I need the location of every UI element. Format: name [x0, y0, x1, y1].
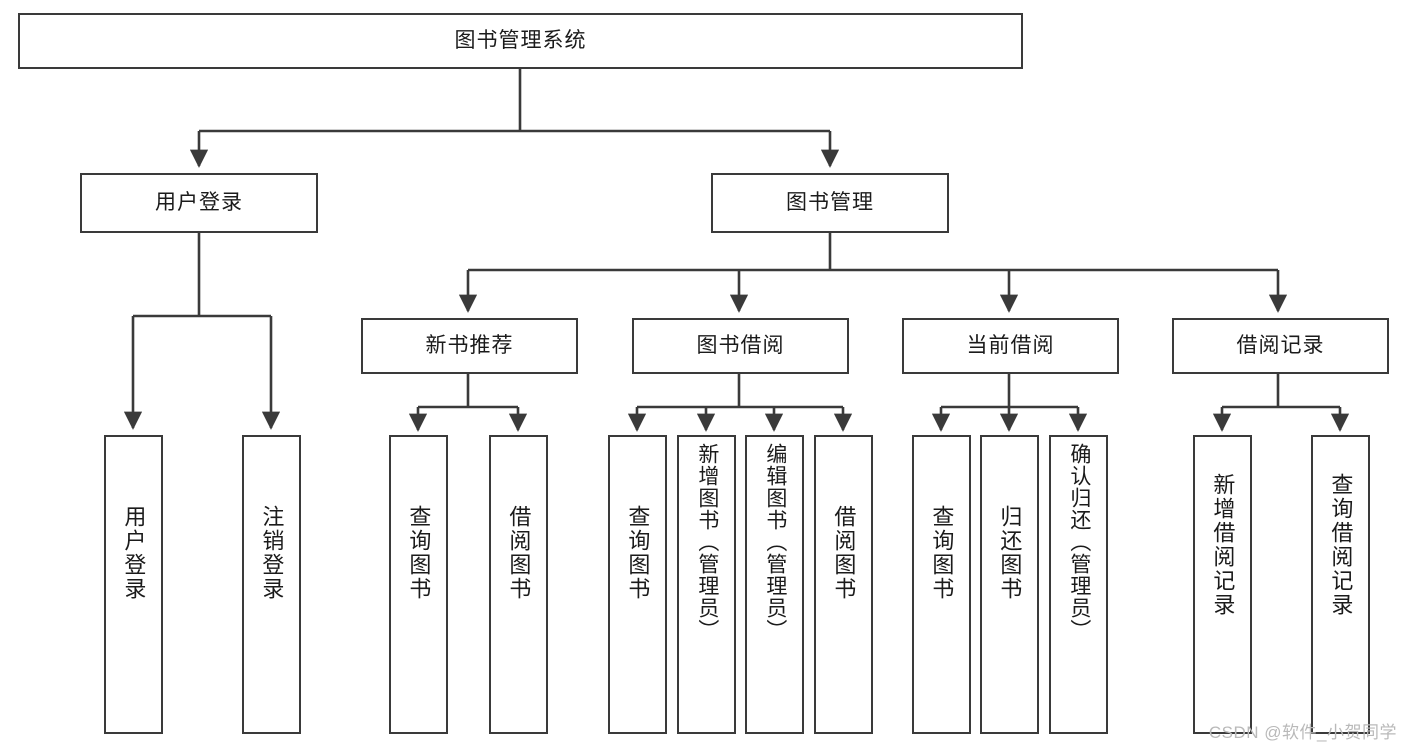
- leaf-query-book-2-label: 查询图书: [625, 505, 651, 601]
- leaf-borrow-book-1-label: 借阅图书: [506, 505, 532, 601]
- node-borrow-record[interactable]: 借阅记录: [1172, 318, 1389, 374]
- node-book-manage-label: 图书管理: [786, 190, 874, 214]
- leaf-add-book[interactable]: 新增图书（管理员）: [677, 435, 736, 734]
- leaf-query-book-3-label: 查询图书: [929, 505, 955, 601]
- leaf-query-record-label: 查询借阅记录: [1328, 473, 1354, 617]
- leaf-add-book-label: 新增图书（管理员）: [695, 443, 719, 641]
- leaf-query-book-2[interactable]: 查询图书: [608, 435, 667, 734]
- leaf-edit-book[interactable]: 编辑图书（管理员）: [745, 435, 804, 734]
- leaf-add-record[interactable]: 新增借阅记录: [1193, 435, 1252, 734]
- node-current-borrow[interactable]: 当前借阅: [902, 318, 1119, 374]
- leaf-borrow-book-2-label: 借阅图书: [831, 505, 857, 601]
- leaf-user-login-label: 用户登录: [121, 505, 147, 601]
- node-user-login[interactable]: 用户登录: [80, 173, 318, 233]
- node-book-borrow-label: 图书借阅: [696, 333, 785, 357]
- leaf-user-login[interactable]: 用户登录: [104, 435, 163, 734]
- leaf-return-book[interactable]: 归还图书: [980, 435, 1039, 734]
- leaf-confirm-return-label: 确认归还（管理员）: [1067, 443, 1091, 641]
- leaf-query-record[interactable]: 查询借阅记录: [1311, 435, 1370, 734]
- node-new-book-recommend-label: 新书推荐: [425, 333, 514, 357]
- leaf-borrow-book-2[interactable]: 借阅图书: [814, 435, 873, 734]
- leaf-query-book-1-label: 查询图书: [406, 505, 432, 601]
- node-borrow-record-label: 借阅记录: [1236, 333, 1325, 357]
- node-user-login-label: 用户登录: [155, 190, 243, 214]
- node-current-borrow-label: 当前借阅: [966, 333, 1055, 357]
- leaf-borrow-book-1[interactable]: 借阅图书: [489, 435, 548, 734]
- leaf-query-book-3[interactable]: 查询图书: [912, 435, 971, 734]
- leaf-logout-login[interactable]: 注销登录: [242, 435, 301, 734]
- node-new-book-recommend[interactable]: 新书推荐: [361, 318, 578, 374]
- leaf-confirm-return[interactable]: 确认归还（管理员）: [1049, 435, 1108, 734]
- node-root-label: 图书管理系统: [454, 28, 587, 52]
- leaf-add-record-label: 新增借阅记录: [1210, 473, 1236, 617]
- node-root[interactable]: 图书管理系统: [18, 13, 1023, 69]
- node-book-manage[interactable]: 图书管理: [711, 173, 949, 233]
- leaf-logout-login-label: 注销登录: [259, 505, 285, 601]
- node-book-borrow[interactable]: 图书借阅: [632, 318, 849, 374]
- leaf-query-book-1[interactable]: 查询图书: [389, 435, 448, 734]
- leaf-return-book-label: 归还图书: [997, 505, 1023, 601]
- leaf-edit-book-label: 编辑图书（管理员）: [763, 443, 787, 641]
